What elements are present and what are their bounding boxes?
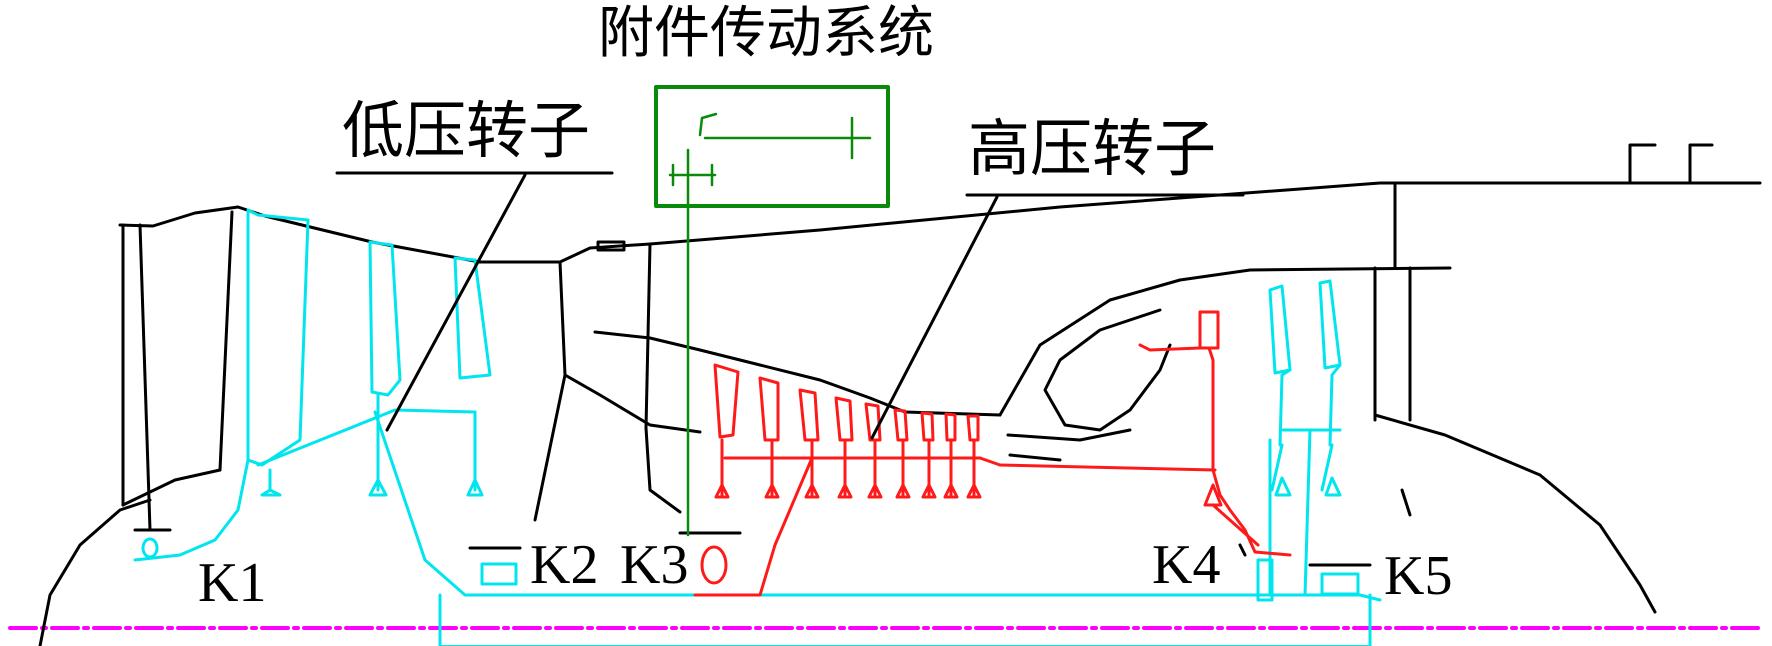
low-pressure-rotor-label: 低压转子 bbox=[342, 94, 591, 167]
high-pressure-rotor bbox=[693, 310, 1292, 597]
accessory-gearbox-box bbox=[654, 85, 890, 208]
bearing-k3-label: K3 bbox=[620, 534, 689, 596]
high-pressure-rotor-label: 高压转子 bbox=[968, 112, 1217, 185]
bearing-k4-label: K4 bbox=[1152, 534, 1221, 596]
accessory-drive-label: 附件传动系统 bbox=[598, 1, 934, 66]
hp-rotor-leader bbox=[870, 195, 999, 440]
accessory-drive bbox=[654, 85, 890, 537]
low-pressure-rotor bbox=[133, 208, 1382, 646]
bearing-k5-label: K5 bbox=[1384, 545, 1453, 607]
bearing-k1-label: K1 bbox=[198, 552, 267, 614]
leader-lines bbox=[335, 171, 1245, 440]
lp-rotor-leader bbox=[385, 173, 527, 432]
bearing-k2-label: K2 bbox=[530, 534, 599, 596]
